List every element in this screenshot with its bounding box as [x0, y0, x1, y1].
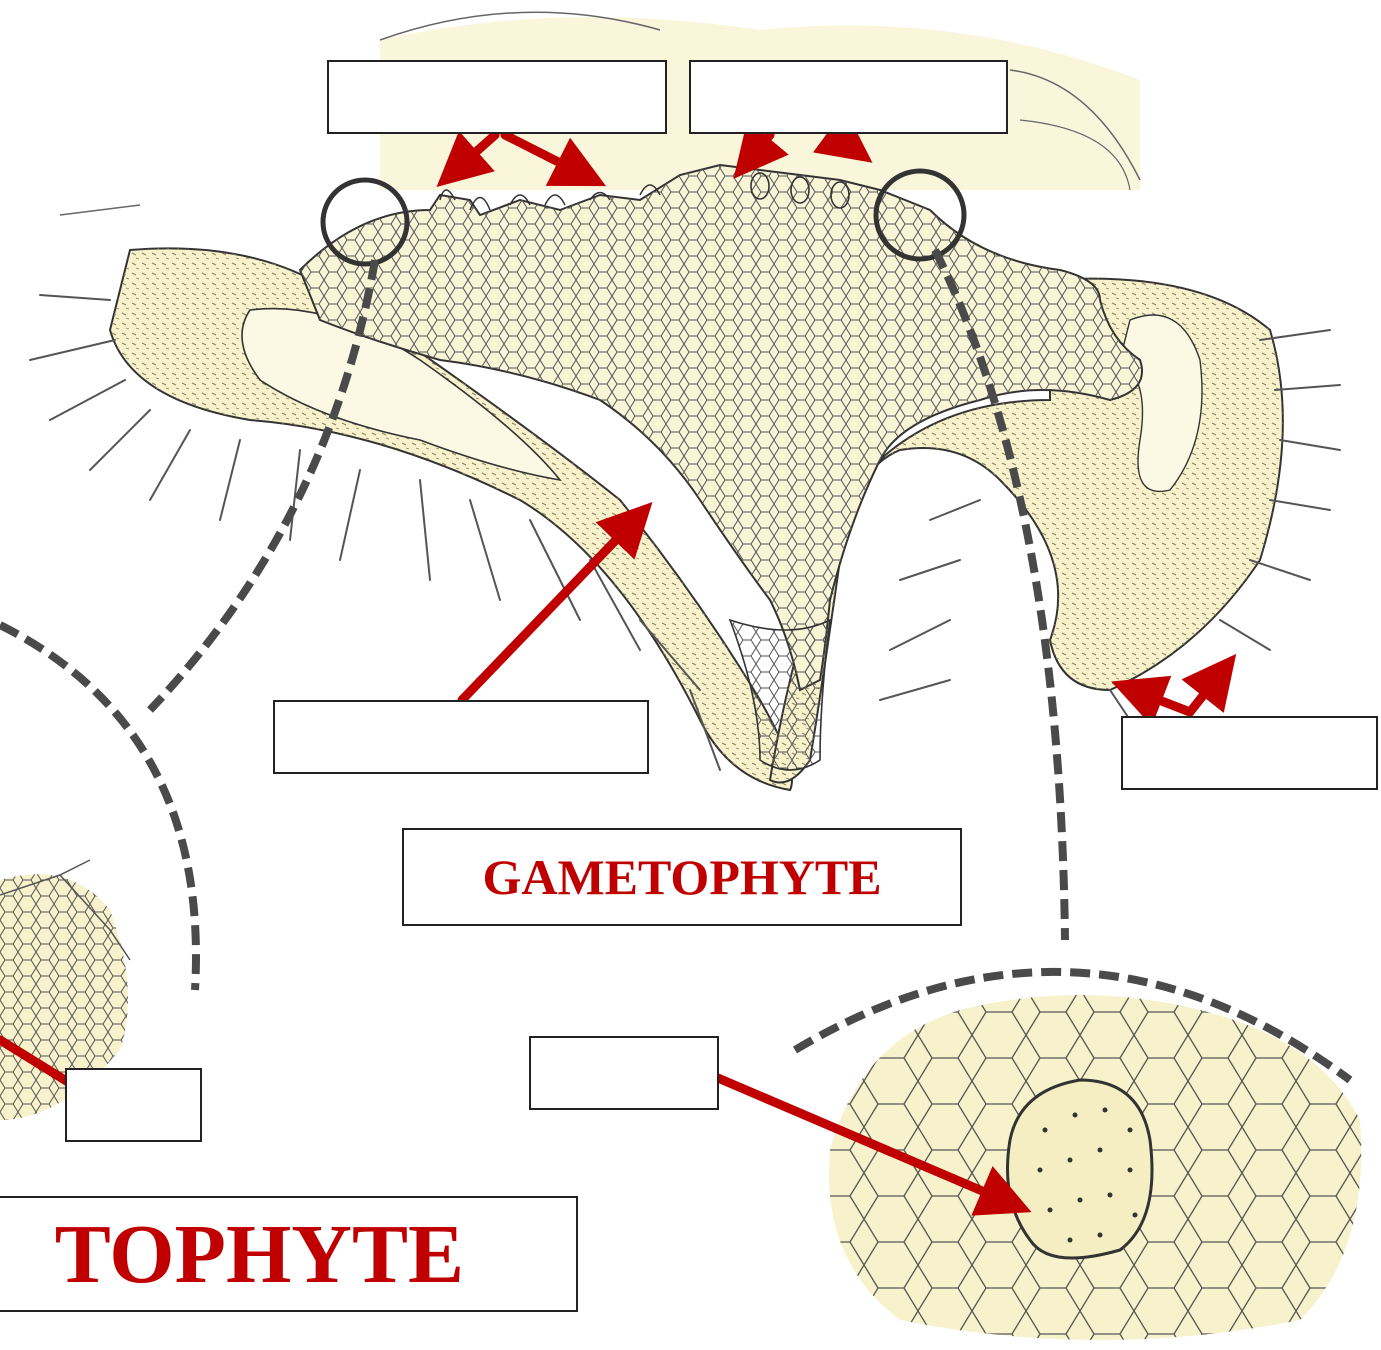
label-center[interactable] [273, 700, 649, 774]
label-top-left[interactable] [327, 60, 667, 134]
sporophyte-title-text: TOPHYTE [55, 1206, 464, 1303]
gametophyte-title-text: GAMETOPHYTE [482, 848, 881, 906]
label-bottom-center[interactable] [529, 1036, 719, 1110]
inset-bottom-right [829, 995, 1361, 1340]
label-right[interactable] [1121, 716, 1378, 790]
gametophyte-title: GAMETOPHYTE [402, 828, 962, 926]
arrow-center [462, 515, 640, 700]
arrow-right-a [1128, 688, 1190, 712]
label-bottom-left[interactable] [65, 1068, 202, 1142]
sporophyte-title: TOPHYTE [0, 1196, 578, 1312]
label-top-right[interactable] [689, 60, 1008, 134]
arrow-right-b [1190, 668, 1225, 712]
